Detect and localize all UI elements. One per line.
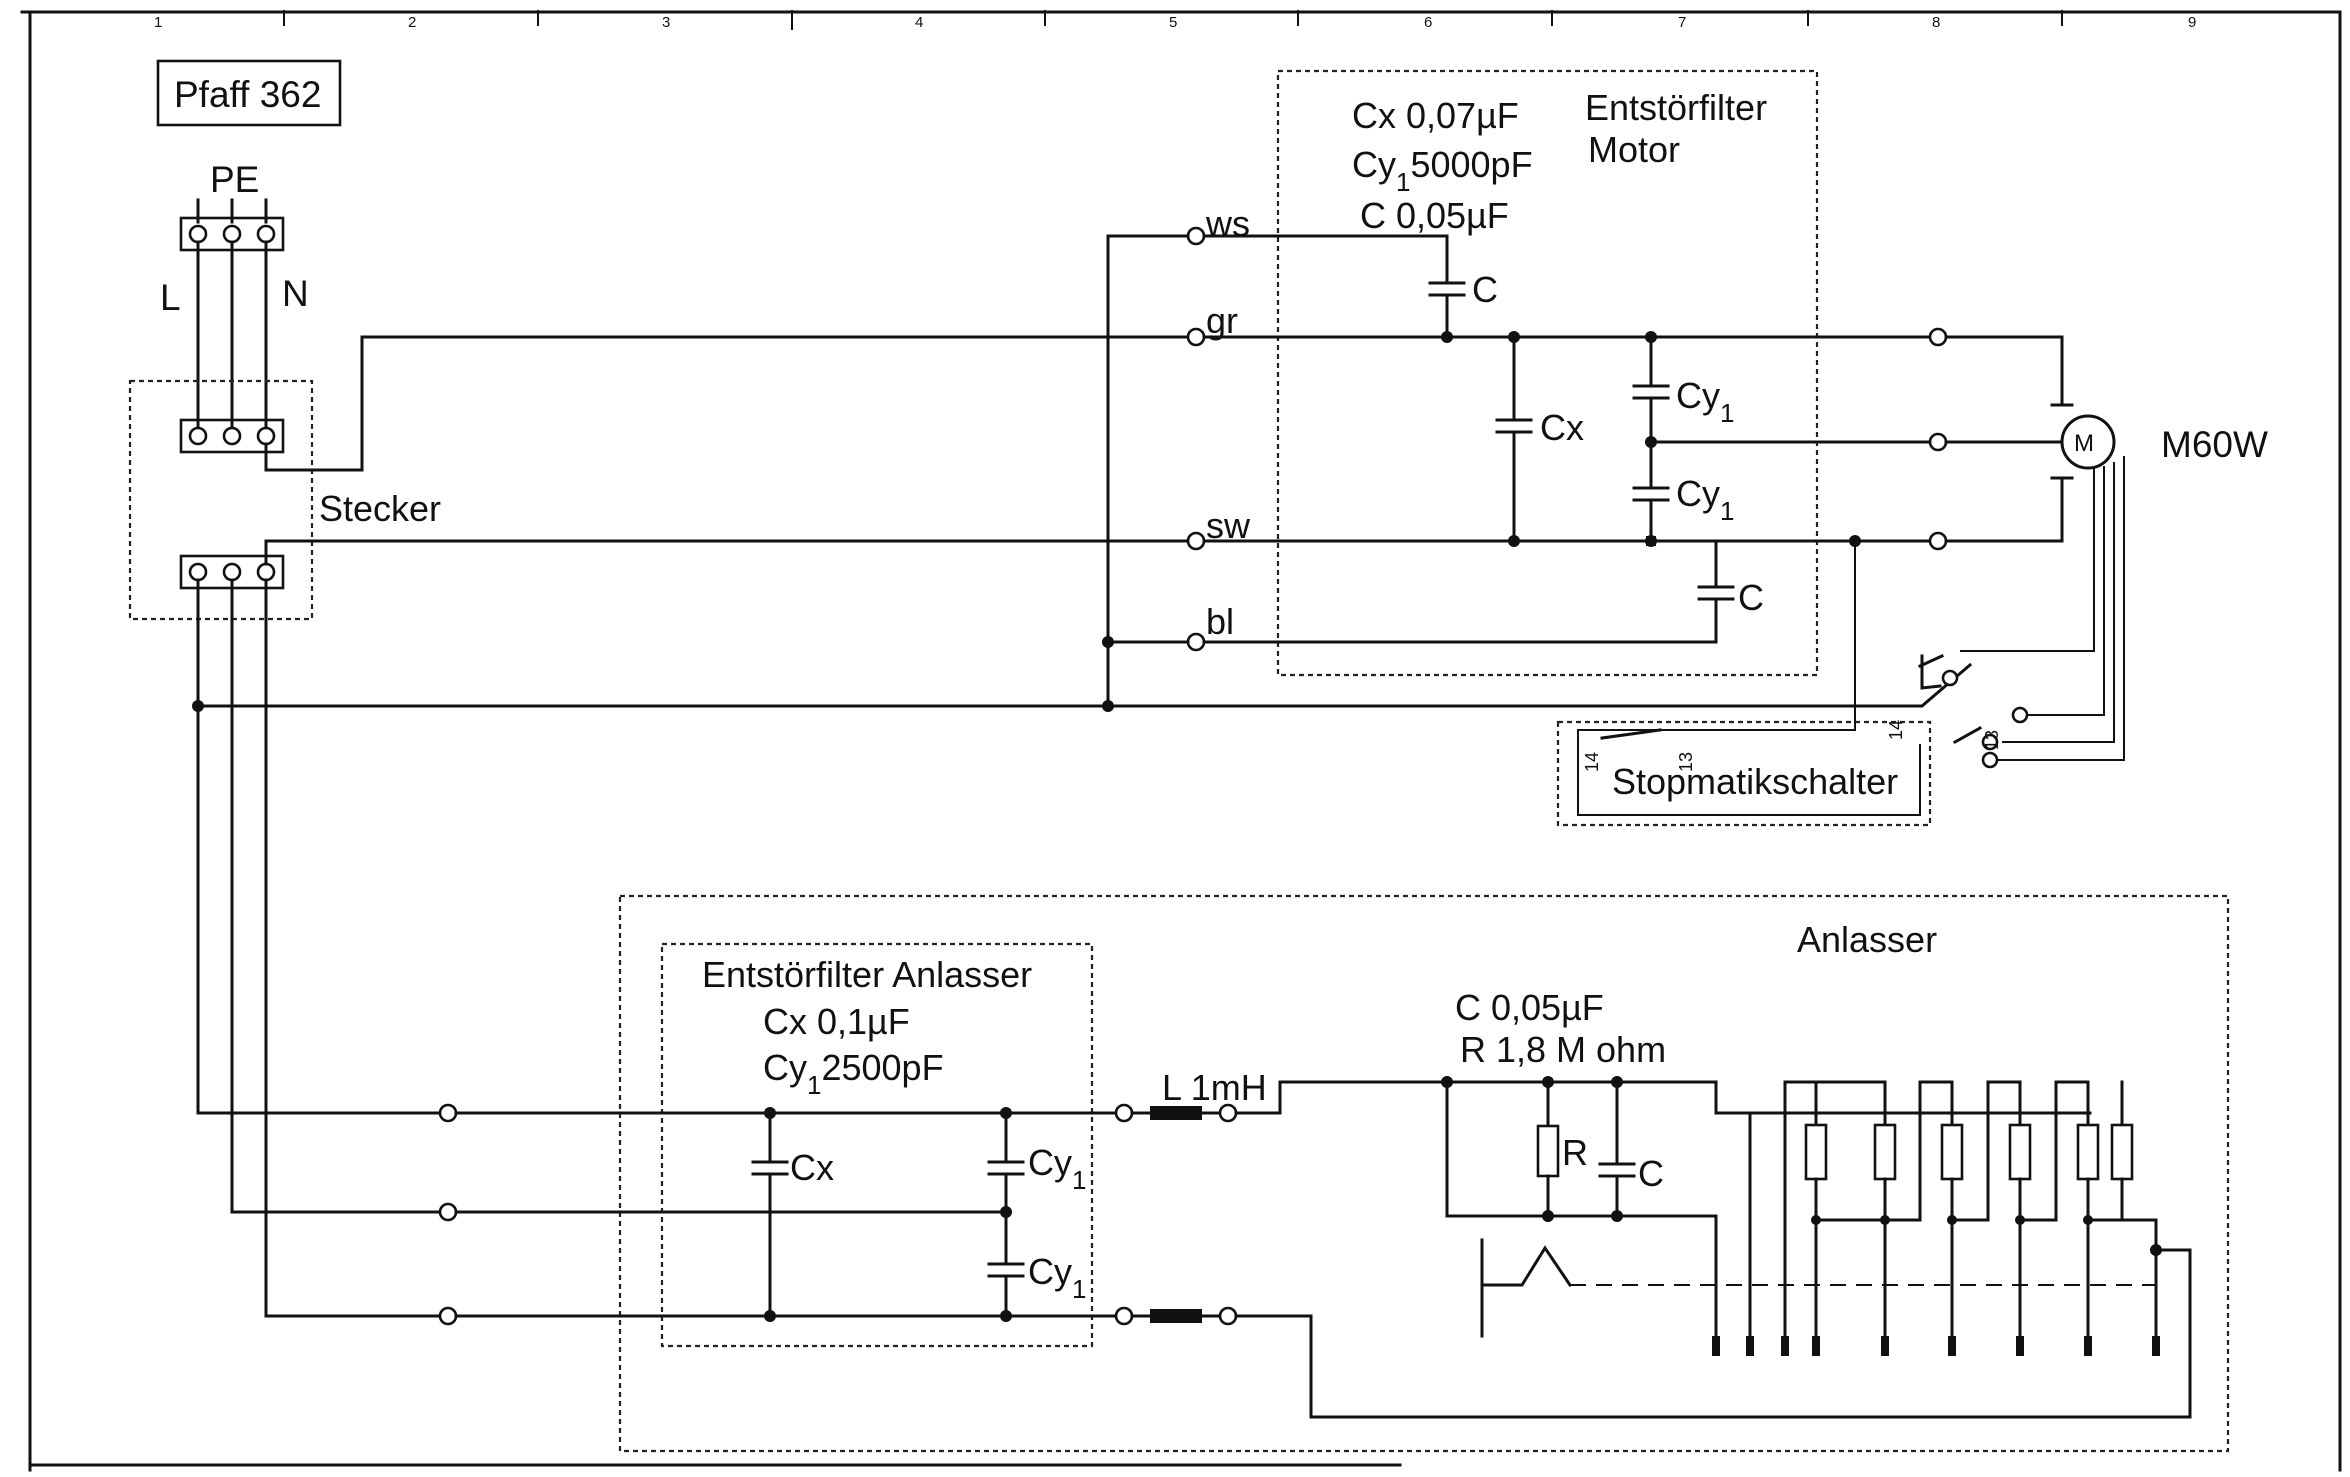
starter-filter-title: Entstörfilter Anlasser — [702, 954, 1032, 995]
starter-spec-r: R 1,8 M ohm — [1460, 1029, 1666, 1070]
stop-switch-pin-13-right: 13 — [1982, 730, 2002, 750]
motor-cap-cy-top: Cy1 — [1676, 375, 1734, 428]
starter-res-r: R — [1562, 1132, 1588, 1173]
motor-filter-title-2: Motor — [1588, 129, 1680, 170]
svg-text:M: M — [2074, 430, 2094, 457]
starter-cap-cx: Cx — [790, 1147, 834, 1188]
motor-label: M60W — [2161, 424, 2268, 465]
starter: Anlasser Entstörfilter Anlasser Cx 0,1µF… — [438, 894, 2230, 1453]
terminal-gr — [1186, 327, 1206, 347]
terminal-sw — [1186, 531, 1206, 551]
starter-cap-c: C — [1638, 1153, 1664, 1194]
column-number-4: 4 — [915, 14, 923, 31]
terminal-bl — [1186, 632, 1206, 652]
motor-filter-box — [1276, 69, 1819, 677]
motor-filter-spec-cx: Cx 0,07µF — [1352, 95, 1519, 136]
motor-filter-spec-cy: Cy15000pF — [1352, 144, 1533, 197]
wire-ws: ws — [1205, 203, 1250, 244]
stop-switch-box — [1556, 720, 1932, 827]
wire-sw: sw — [1206, 505, 1251, 546]
starter-spec-c: C 0,05µF — [1455, 987, 1604, 1028]
inductor-bottom — [1150, 1309, 1202, 1323]
terminal-ws — [1186, 226, 1206, 246]
stop-switch-pin-14-right: 14 — [1886, 720, 1906, 740]
column-number-8: 8 — [1932, 14, 1940, 31]
wire-bl: bl — [1206, 601, 1234, 642]
column-number-5: 5 — [1169, 14, 1177, 31]
motor: M M60W — [1928, 327, 2268, 761]
label-n: N — [282, 273, 309, 314]
sheet-frame: 1 2 3 4 5 6 7 8 9 — [20, 10, 2342, 1472]
motor-symbol — [2060, 414, 2116, 470]
mains-cable: PE L N Stecker — [128, 159, 1198, 1318]
plug-box — [128, 379, 314, 621]
column-number-2: 2 — [408, 14, 416, 31]
motor-cap-c-top: C — [1472, 269, 1498, 310]
label-stecker: Stecker — [319, 488, 441, 529]
starter-cap-cy-top: Cy1 — [1028, 1142, 1086, 1195]
starter-inductor-label: L 1mH — [1162, 1067, 1267, 1108]
starter-box — [618, 894, 2230, 1453]
title-box — [156, 59, 342, 127]
stop-switch-label: Stopmatikschalter — [1612, 761, 1898, 802]
motor-filter-spec-c: C 0,05µF — [1360, 195, 1509, 236]
column-number-7: 7 — [1678, 14, 1686, 31]
starter-cap-cy-bottom: Cy1 — [1028, 1251, 1086, 1304]
label-l: L — [160, 277, 181, 318]
diagram-title: Pfaff 362 — [174, 74, 321, 115]
motor-cap-cx: Cx — [1540, 407, 1584, 448]
column-number-6: 6 — [1424, 14, 1432, 31]
starter-filter-box — [660, 942, 1094, 1348]
stop-switch: Stopmatikschalter 14 13 14 13 — [1106, 541, 2029, 827]
motor-cap-cy-bottom: Cy1 — [1676, 473, 1734, 526]
label-pe: PE — [210, 159, 259, 200]
wire-gr: gr — [1206, 300, 1238, 341]
starter-filter-spec-cx: Cx 0,1µF — [763, 1001, 910, 1042]
starter-resistor-ladder — [1712, 1080, 2162, 1356]
column-number-1: 1 — [154, 14, 162, 31]
motor-filter-title-1: Entstörfilter — [1585, 87, 1767, 128]
stop-switch-pin-13: 13 — [1676, 752, 1696, 772]
column-number-3: 3 — [662, 14, 670, 31]
motor-cap-c-bottom: C — [1738, 577, 1764, 618]
starter-filter-spec-cy: Cy12500pF — [763, 1047, 944, 1100]
motor-filter: Cx 0,07µF Cy15000pF C 0,05µF Entstörfilt… — [1102, 69, 1932, 712]
starter-resistor — [1536, 1124, 1560, 1178]
starter-title: Anlasser — [1797, 919, 1937, 960]
stop-switch-pin-14-left: 14 — [1582, 752, 1602, 772]
column-number-9: 9 — [2188, 14, 2196, 31]
inductor-top — [1150, 1106, 1202, 1120]
